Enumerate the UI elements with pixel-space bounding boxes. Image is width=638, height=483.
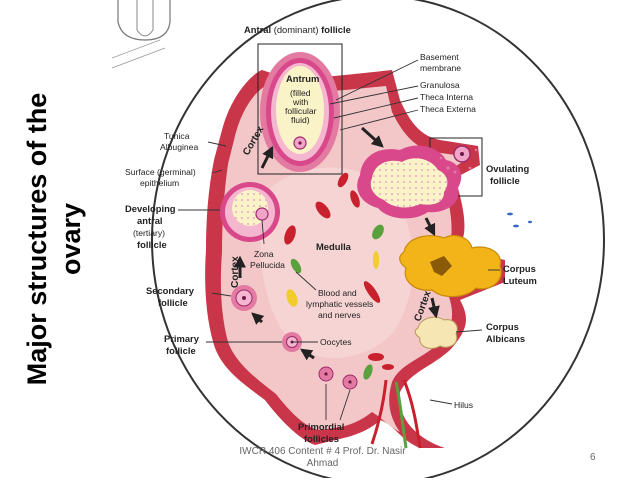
title-line-1: Major structures of the <box>22 92 52 386</box>
developing-follicle-label-1: Developing <box>125 203 176 214</box>
blood-label-2: lymphatic vessels <box>306 299 373 309</box>
green-cells <box>290 224 384 380</box>
oocytes-label: Oocytes <box>320 337 352 347</box>
yellow-cells <box>286 251 379 307</box>
corpus-luteum-center <box>430 256 452 276</box>
pipette-lines <box>111 39 166 69</box>
theca-externa-label: Theca Externa <box>420 104 476 114</box>
basement-membrane-label-1: Basement <box>420 52 459 62</box>
tunica-label-1: Tunica <box>164 131 190 141</box>
surface-epithelium-label-2: epithelium <box>140 178 179 188</box>
basement-membrane-label-2: membrane <box>420 63 461 73</box>
primary-follicle-label-1: Primary <box>164 333 200 344</box>
antrum-label: Antrum <box>286 73 319 84</box>
antral-follicle-label: Antral (dominant) follicle <box>244 24 351 35</box>
red-blood-cells <box>284 172 394 370</box>
corpus-luteum-label-1: Corpus <box>503 263 536 274</box>
primordial-follicles-label-2: follicles <box>304 433 339 444</box>
theca-interna-label: Theca Interna <box>420 92 473 102</box>
blue-cells <box>507 212 532 228</box>
ovulating-follicle-inner <box>370 158 448 208</box>
ovulating-oocyte-nucleus <box>460 152 464 156</box>
slide-footer: IWCR 406 Content # 4 Prof. Dr. Nasir Ahm… <box>215 446 430 470</box>
antrum-fluid-label: fluid) <box>291 115 310 125</box>
corpus-luteum-label-2: Luteum <box>503 275 537 286</box>
zona-pellucida-label-1: Zona <box>254 249 274 259</box>
ovulating-follicle-label-2: follicle <box>490 175 520 186</box>
pipette-tube <box>136 0 154 37</box>
page-number: 6 <box>590 452 596 463</box>
primordial-follicles-label-1: Primordial <box>298 421 344 432</box>
antral-follicle-box <box>257 43 343 175</box>
antrum-follicular-label: follicular <box>285 106 317 116</box>
medulla-region <box>260 167 414 359</box>
cortex-label-left: Cortex <box>230 256 241 288</box>
developing-follicle-label-2: antral <box>137 215 163 226</box>
developing-follicle-label-4: follicle <box>137 239 167 250</box>
tunica-label-2: Albuginea <box>160 142 198 152</box>
slide-title: Major structures of the ovary <box>0 0 108 478</box>
title-line-2: ovary <box>56 202 86 276</box>
released-cells <box>439 148 478 174</box>
antral-oocyte-nucleus <box>298 141 302 145</box>
corpus-albicans <box>414 316 458 349</box>
primordial-follicle-2-nucleus <box>348 380 352 384</box>
developing-follicle-label-3: (tertiary) <box>133 228 165 238</box>
hilus-vessels <box>370 379 422 449</box>
surface-epithelium-label-1: Surface (germinal) <box>125 167 196 177</box>
secondary-follicle-label-2: follicle <box>158 297 188 308</box>
blood-label-3: and nerves <box>318 310 361 320</box>
primary-follicle-label-2: follicle <box>166 345 196 356</box>
ovary-figure: Antral (dominant) follicle Antrum (fille… <box>108 0 638 483</box>
granulosa-label: Granulosa <box>420 80 460 90</box>
development-arrows <box>234 126 440 361</box>
antrum-filled-label: (filled <box>290 88 311 98</box>
developing-follicle-oocyte <box>255 207 269 221</box>
medulla-label: Medulla <box>316 241 352 252</box>
secondary-follicle-label-1: Secondary <box>146 285 195 296</box>
leader-lines <box>178 59 500 421</box>
primordial-follicle-1-nucleus <box>324 372 328 376</box>
footer-line-2: Ahmad <box>306 458 339 469</box>
corpus-albicans-label-2: Albicans <box>486 333 525 344</box>
antrum-with-label: with <box>292 97 309 107</box>
ovulating-follicle-label-1: Ovulating <box>486 163 530 174</box>
antrum <box>276 66 324 154</box>
corpus-albicans-label-1: Corpus <box>486 321 519 332</box>
pipette-illustration <box>117 0 171 41</box>
blood-label-1: Blood and <box>318 288 357 298</box>
secondary-follicle-nucleus <box>242 296 246 300</box>
footer-line-1: IWCR 406 Content # 4 Prof. Dr. Nasir <box>239 446 406 457</box>
ovary-diagram: Antral (dominant) follicle Antrum (fille… <box>108 0 638 483</box>
zona-pellucida-label-2: Pellucida <box>250 260 285 270</box>
hilus-label: Hilus <box>454 400 473 410</box>
slide-title-text: Major structures of the ovary <box>20 93 88 386</box>
